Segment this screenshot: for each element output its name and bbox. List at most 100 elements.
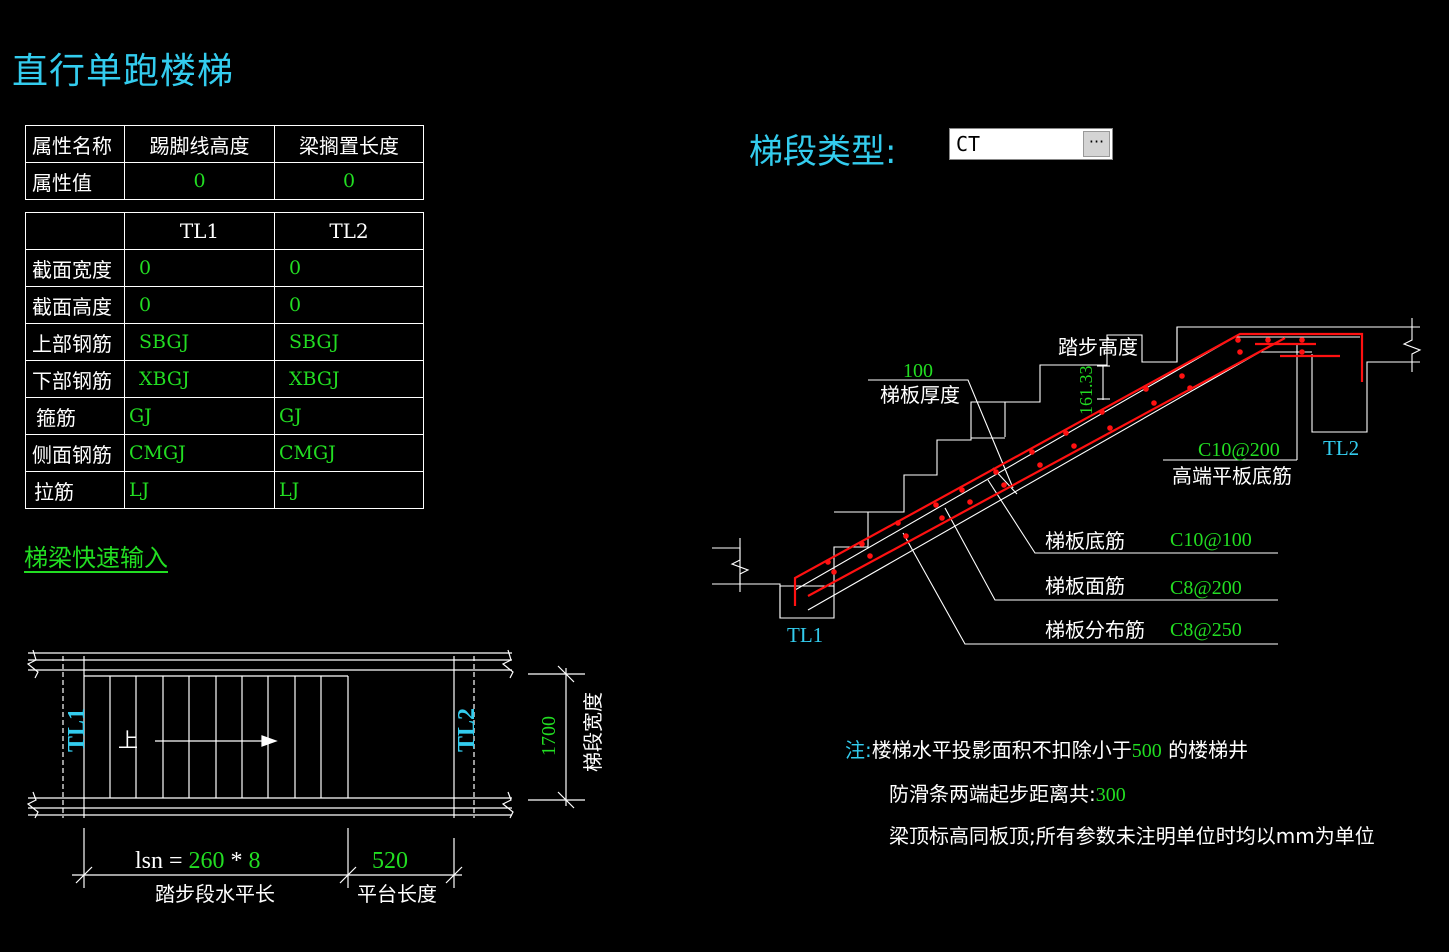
- rebar-dot: [1265, 337, 1271, 343]
- dimension-tick: [445, 866, 463, 884]
- kick-height-value[interactable]: 0: [124, 162, 275, 200]
- rebar-dot: [939, 515, 945, 521]
- tl1-cell[interactable]: LJ: [124, 471, 275, 509]
- rebar-dot: [1187, 385, 1193, 391]
- slab-bottom-bar-value: C10@100: [1170, 529, 1252, 551]
- segment-type-label: 梯段类型:: [749, 132, 897, 172]
- times-sign: *: [225, 848, 249, 874]
- bottom-bar-leader: [987, 479, 1278, 554]
- rebar-dot: [1299, 337, 1305, 343]
- tl2-cell[interactable]: GJ: [274, 397, 424, 435]
- attribute-table: 属性名称 踢脚线高度 梁搁置长度 属性值 0 0: [25, 125, 424, 200]
- rebar-dot: [867, 553, 873, 559]
- rebar-dot: [1143, 386, 1149, 392]
- page-title: 直行单跑楼梯: [12, 51, 235, 92]
- rebar-dot: [1151, 400, 1157, 406]
- rebar-dot: [903, 533, 909, 539]
- thickness-leader: [868, 379, 1014, 489]
- rebar-dot: [825, 559, 831, 565]
- break-mark: [501, 649, 514, 679]
- rebar-dot: [895, 520, 901, 526]
- section-tl2-label: TL2: [1323, 436, 1359, 460]
- platform-length-value: 520: [372, 848, 408, 874]
- rebar-dot: [1099, 409, 1105, 415]
- rebar-dot: [1235, 337, 1241, 343]
- beam-table: TL1 TL2 截面宽度 0 0 截面高度 0 0 上部钢筋 SBGJ SBGJ…: [25, 212, 424, 509]
- break-mark: [26, 649, 39, 679]
- row-label: 下部钢筋: [25, 360, 125, 398]
- high-bottom-label: 高端平板底筋: [1172, 464, 1292, 488]
- lsn-prefix: lsn =: [135, 848, 189, 874]
- attr-name-header: 属性名称: [25, 125, 125, 163]
- rebar-dot: [1037, 462, 1043, 468]
- tl2-outline: [1311, 354, 1420, 433]
- top-rebar: [793, 332, 1364, 606]
- slab-dist-bar-value: C8@250: [1170, 619, 1242, 641]
- beam-rest-length-header: 梁搁置长度: [274, 125, 424, 163]
- section-view: [712, 318, 1422, 645]
- rebar-dot: [1179, 373, 1185, 379]
- note-text: 的楼梯井: [1161, 738, 1249, 762]
- tl1-cell[interactable]: 0: [124, 249, 275, 287]
- segment-type-browse-button[interactable]: ···: [1083, 131, 1110, 157]
- slab-top-bar-value: C8@200: [1170, 577, 1242, 599]
- tl2-header: TL2: [274, 212, 424, 250]
- tl1-cell[interactable]: SBGJ: [124, 323, 275, 361]
- rebar-dot: [1001, 482, 1007, 488]
- width-label: 梯段宽度: [581, 692, 605, 772]
- distribution-bars: [825, 337, 1305, 575]
- platform-length-label: 平台长度: [357, 882, 437, 906]
- high-bottom-value: C10@200: [1198, 439, 1280, 461]
- rebar-dot: [1063, 430, 1069, 436]
- bottom-rebar: [807, 337, 1286, 597]
- tl2-cell[interactable]: 0: [274, 249, 424, 287]
- note-line-3: 梁顶标高同板顶;所有参数未注明单位时均以mm为单位: [889, 824, 1375, 848]
- tl2-cell[interactable]: LJ: [274, 471, 424, 509]
- row-label: 拉筋: [25, 471, 125, 509]
- row-label: 侧面钢筋: [25, 434, 125, 472]
- tl1-outline: [779, 586, 835, 619]
- plan-view: [26, 649, 585, 888]
- up-label: 上: [118, 728, 138, 752]
- rebar-dot: [831, 569, 837, 575]
- segment-type-input[interactable]: [956, 131, 1076, 157]
- dist-bar-leader: [902, 532, 1278, 645]
- step-length-label: 踏步段水平长: [155, 882, 275, 906]
- lsn-formula: lsn = 260 * 8: [135, 848, 261, 874]
- slab-dist-bar-label: 梯板分布筋: [1045, 618, 1145, 642]
- slab-bottom-bar-label: 梯板底筋: [1045, 529, 1125, 553]
- beam-rest-length-value[interactable]: 0: [274, 162, 424, 200]
- step-height-label: 踏步高度: [1058, 335, 1138, 359]
- rebar-dot: [1029, 449, 1035, 455]
- rebar-dot: [993, 469, 999, 475]
- note-prefix: 注:: [845, 738, 872, 762]
- rebar-group: [793, 332, 1364, 606]
- rebar-dot: [967, 499, 973, 505]
- rebar-dot: [1071, 443, 1077, 449]
- tl2-cell[interactable]: SBGJ: [274, 323, 424, 361]
- tl1-cell[interactable]: XBGJ: [124, 360, 275, 398]
- stair-outline: [712, 547, 800, 619]
- note-line-1: 注:楼梯水平投影面积不扣除小于500 的楼梯井: [845, 734, 1248, 763]
- dimension-tick: [557, 665, 575, 683]
- break-mark: [730, 538, 750, 592]
- thickness-value: 100: [903, 360, 933, 382]
- rebar-dot: [959, 487, 965, 493]
- up-arrow-head: [261, 735, 278, 747]
- break-mark: [1402, 318, 1422, 372]
- step-height-value: 161.33: [1076, 366, 1096, 416]
- beam-quick-input-link[interactable]: 梯梁快速输入: [24, 544, 168, 572]
- tl2-cell[interactable]: 0: [274, 286, 424, 324]
- step-width-value: 260: [189, 848, 225, 874]
- rebar-dot: [1299, 349, 1305, 355]
- tl2-cell[interactable]: XBGJ: [274, 360, 424, 398]
- note-value: 300: [1095, 784, 1126, 806]
- note-value: 500: [1131, 740, 1162, 762]
- slab-top-bar-label: 梯板面筋: [1045, 574, 1125, 598]
- note-text: 楼梯水平投影面积不扣除小于: [871, 738, 1132, 762]
- top-bar-leader: [944, 507, 1278, 601]
- segment-type-field: ···: [949, 128, 1113, 160]
- dimension-tick: [339, 866, 357, 884]
- row-label: 箍筋: [25, 397, 125, 435]
- note-text: 防滑条两端起步距离共:: [889, 782, 1096, 806]
